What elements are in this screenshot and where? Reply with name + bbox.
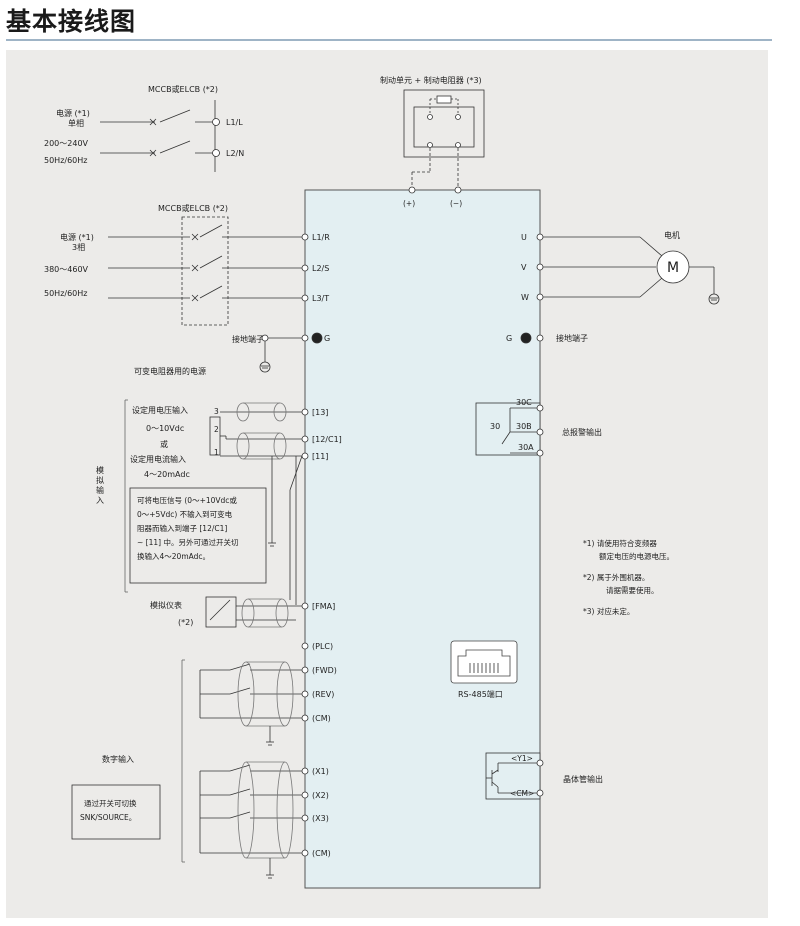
term-g-right: G: [506, 334, 512, 343]
term-11: [11]: [312, 452, 328, 461]
ground-symbol-left: [311, 332, 323, 344]
page-title: 基本接线图: [6, 7, 137, 36]
meter-box: [205, 596, 237, 628]
analog-in-3: 输: [96, 485, 104, 495]
note-box-line-2: 0～+5Vdc) 不输入到可变电: [137, 509, 233, 519]
note-box-line-1: 可将电压信号 (0～+10Vdc或: [137, 495, 237, 505]
top-mccb-label: MCCB或ELCB (*2): [148, 84, 218, 94]
term-plc: (PLC): [312, 642, 333, 651]
analog-in-2: 拟: [96, 475, 104, 485]
note-box-line-4: ~ [11] 中。另外可通过开关切: [137, 537, 239, 547]
title-rule: [6, 39, 772, 41]
snk-line-1: 通过开关可切换: [84, 798, 137, 808]
plus-label: (+): [403, 199, 415, 208]
motor-label: 电机: [664, 230, 680, 240]
src3-line3: 380～460V: [44, 265, 89, 274]
term-v: V: [521, 263, 527, 272]
term-x1: (X1): [312, 767, 329, 776]
cm-out-label: <CM>: [510, 789, 534, 798]
term-l3t: L3/T: [312, 294, 329, 303]
earth-icon-left: [259, 361, 271, 373]
minus-label: (−): [450, 199, 462, 208]
i-range-label: 4～20mAdc: [144, 470, 190, 479]
src1-line1: 电源 (*1): [56, 108, 90, 118]
digital-in-label: 数字输入: [102, 754, 134, 764]
relay-30: 30: [490, 422, 500, 431]
term-x3: (X3): [312, 814, 329, 823]
term-l2s: L2/S: [312, 264, 329, 273]
src1-line2: 单相: [68, 118, 84, 128]
term-w: W: [521, 293, 529, 302]
term-u: U: [521, 233, 527, 242]
brake-resistor: [436, 95, 452, 104]
term-cm-1: (CM): [312, 714, 331, 723]
term-x2: (X2): [312, 791, 329, 800]
relay-box: [475, 402, 541, 456]
relay-30b: 30B: [516, 422, 532, 431]
motor-m: M: [667, 260, 679, 276]
brake-unit-inner: [413, 106, 475, 148]
term-g-left: G: [324, 334, 330, 343]
y1-label: <Y1>: [511, 754, 533, 763]
brake-unit-label: 制动单元 + 制动电阻器 (*3): [380, 75, 482, 85]
note-1a: *1) 请使用符合变频器: [583, 538, 657, 548]
src3-line4: 50Hz/60Hz: [44, 289, 87, 298]
term-13: [13]: [312, 408, 328, 417]
analog-in-4: 入: [96, 496, 104, 505]
src3-line2: 3相: [72, 242, 85, 252]
rs485-port-icon: [450, 640, 518, 684]
snk-box: [71, 784, 161, 840]
x-input-switches: [199, 761, 302, 879]
src3-line1: 电源 (*1): [60, 232, 94, 242]
ground-right-label: 接地端子: [556, 333, 588, 343]
term-fwd: (FWD): [312, 666, 337, 675]
term-rev: (REV): [312, 690, 334, 699]
ground-symbol-right: [520, 332, 532, 344]
analog-in-1: 模: [96, 465, 104, 475]
pot-pin-2: 2: [214, 425, 219, 434]
term-l1r: L1/R: [312, 233, 330, 242]
set-voltage-label: 设定用电压输入: [132, 405, 188, 415]
mid-mccb-label: MCCB或ELCB (*2): [158, 203, 228, 213]
earth-icon-right: [708, 293, 720, 305]
term-l2n: L2/N: [226, 149, 244, 158]
fwd-rev-switches: [199, 661, 302, 746]
note-1b: 额定电压的电源电压。: [599, 551, 674, 561]
transistor-box: [485, 752, 541, 800]
transistor-label: 晶体管输出: [563, 774, 603, 784]
term-cm-2: (CM): [312, 849, 331, 858]
meter-note: (*2): [178, 618, 193, 627]
relay-30c: 30C: [516, 398, 532, 407]
note-2a: *2) 属于外围机器。: [583, 572, 649, 582]
note-3: *3) 对应未定。: [583, 606, 634, 616]
term-fma: [FMA]: [312, 602, 335, 611]
src1-line3: 200～240V: [44, 139, 89, 148]
pot-supply-label: 可变电阻器用的电源: [134, 366, 206, 376]
term-12c1: [12/C1]: [312, 435, 342, 444]
three-phase-breaker: [108, 224, 302, 302]
analog-note-box: [129, 487, 267, 584]
term-l1l: L1/L: [226, 118, 243, 127]
v-range-label: 0～10Vdc: [146, 424, 184, 433]
rs485-label: RS-485端口: [458, 689, 503, 699]
snk-line-2: SNK/SOURCE。: [80, 813, 136, 822]
brake-unit-outer: [403, 89, 485, 158]
or-label: 或: [160, 439, 168, 449]
set-current-label: 设定用电流输入: [130, 454, 186, 464]
ground-left-label: 接地端子: [232, 334, 264, 344]
note-2b: 请据需要使用。: [606, 585, 659, 595]
meter-label: 模拟仪表: [150, 600, 182, 610]
note-box-line-5: 换输入4～20mAdc。: [137, 551, 210, 561]
pot-pin-3: 3: [214, 407, 219, 416]
relay-30a: 30A: [518, 443, 534, 452]
pot-pin-1: 1: [214, 448, 219, 457]
note-box-line-3: 阻器而输入到端子 [12/C1]: [137, 523, 227, 533]
mid-mccb-box: [181, 216, 229, 326]
src1-line4: 50Hz/60Hz: [44, 156, 87, 165]
relay-label: 总报警输出: [562, 427, 602, 437]
